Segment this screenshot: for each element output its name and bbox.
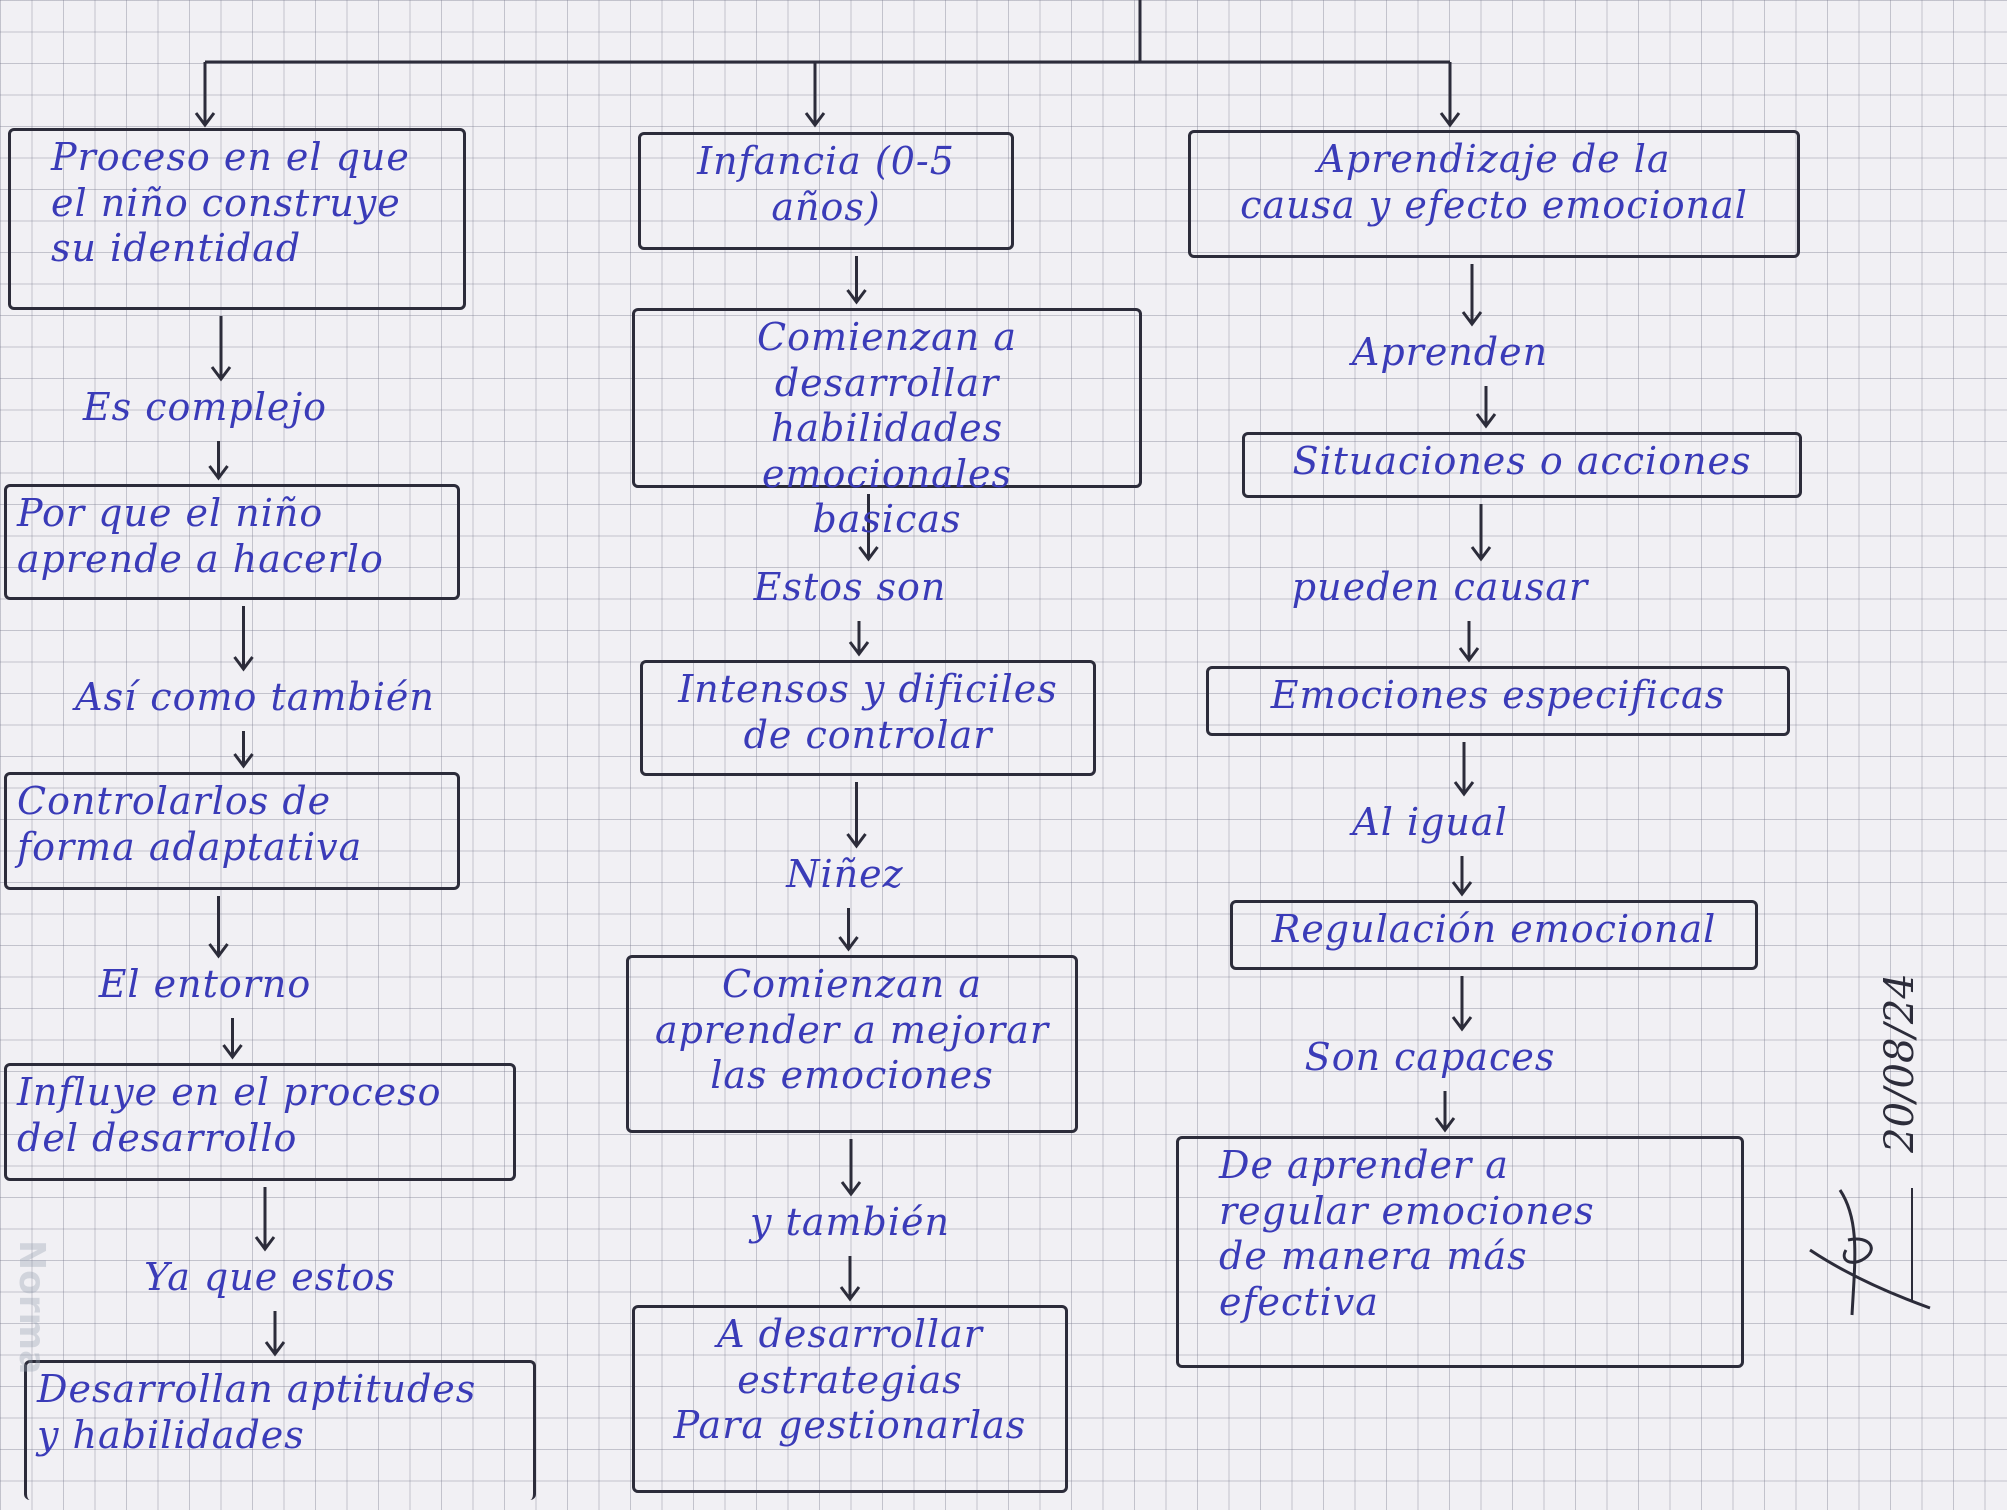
left-node-ya-que: Ya que estos [144,1255,396,1299]
middle-node-estos-son: Estos son [753,565,947,609]
left-node-complejo: Es complejo [82,385,328,429]
date-label: 20/08/24 [1877,973,1923,1153]
left-node-identidad: Proceso en el que el niño construye su i… [8,128,466,310]
arrow-head [233,753,254,769]
arrow-head [1458,647,1480,663]
right-node-aprenden: Aprenden [1351,330,1549,374]
arrow-head [233,656,254,672]
arrow-head [208,465,229,481]
arrow-head [1470,546,1492,562]
arrow-head [194,112,216,128]
middle-node-estrategias: A desarrollar estrategias Para gestionar… [632,1305,1068,1493]
middle-node-y-tambien: y también [750,1200,950,1244]
arrow-head [208,943,229,959]
arrow-head [839,1286,861,1302]
right-node-son-capaces: Son capaces [1304,1035,1556,1079]
arrow-head [1475,413,1497,429]
middle-node-intensos: Intensos y dificiles de controlar [640,660,1096,776]
arrow-head [1453,781,1475,797]
right-node-pueden-causar: pueden causar [1291,565,1589,609]
arrow-head [838,936,859,952]
arrow-head [254,1236,276,1252]
right-node-regulacion: Regulación emocional [1230,900,1758,970]
left-node-aptitudes: Desarrollan aptitudes y habilidades [24,1360,536,1500]
middle-node-mejorar: Comienzan a aprender a mejorar las emoci… [626,955,1078,1133]
arrow-head [846,289,867,305]
signature-mark [1809,1188,1931,1316]
right-node-aprendizaje: Aprendizaje de la causa y efecto emocion… [1188,130,1800,258]
right-node-emociones: Emociones especificas [1206,666,1790,736]
arrow-head [1439,112,1461,128]
arrow-head [840,1181,862,1197]
arrow-head [264,1341,286,1357]
left-node-asi-como: Así como también [75,675,435,719]
arrow-head [848,641,870,657]
notebook-watermark: Norma [11,1240,52,1375]
left-node-influye: Influye en el proceso del desarrollo [4,1063,516,1181]
arrow-head [1461,311,1483,327]
arrow-head [222,1044,243,1060]
arrow-head [210,366,232,382]
left-node-entorno: El entorno [98,962,312,1006]
middle-node-ninez: Niñez [786,852,904,896]
arrow-head [1434,1117,1456,1133]
right-node-al-igual: Al igual [1352,800,1508,844]
arrow-head [858,546,879,562]
arrow-head [804,112,826,128]
middle-node-habilidades: Comienzan a desarrollar habilidades emoc… [632,308,1142,541]
left-node-controlarlos: Controlarlos de forma adaptativa [4,772,460,890]
right-node-situaciones: Situaciones o acciones [1242,432,1802,498]
arrow-head [1451,881,1473,897]
arrow-head [846,833,867,849]
left-node-aprende: Por que el niño aprende a hacerlo [4,484,460,600]
right-node-regular-emociones: De aprender a regular emociones de maner… [1176,1136,1744,1368]
middle-node-infancia: Infancia (0-5 años) [638,132,1014,250]
arrow-head [1451,1016,1473,1032]
